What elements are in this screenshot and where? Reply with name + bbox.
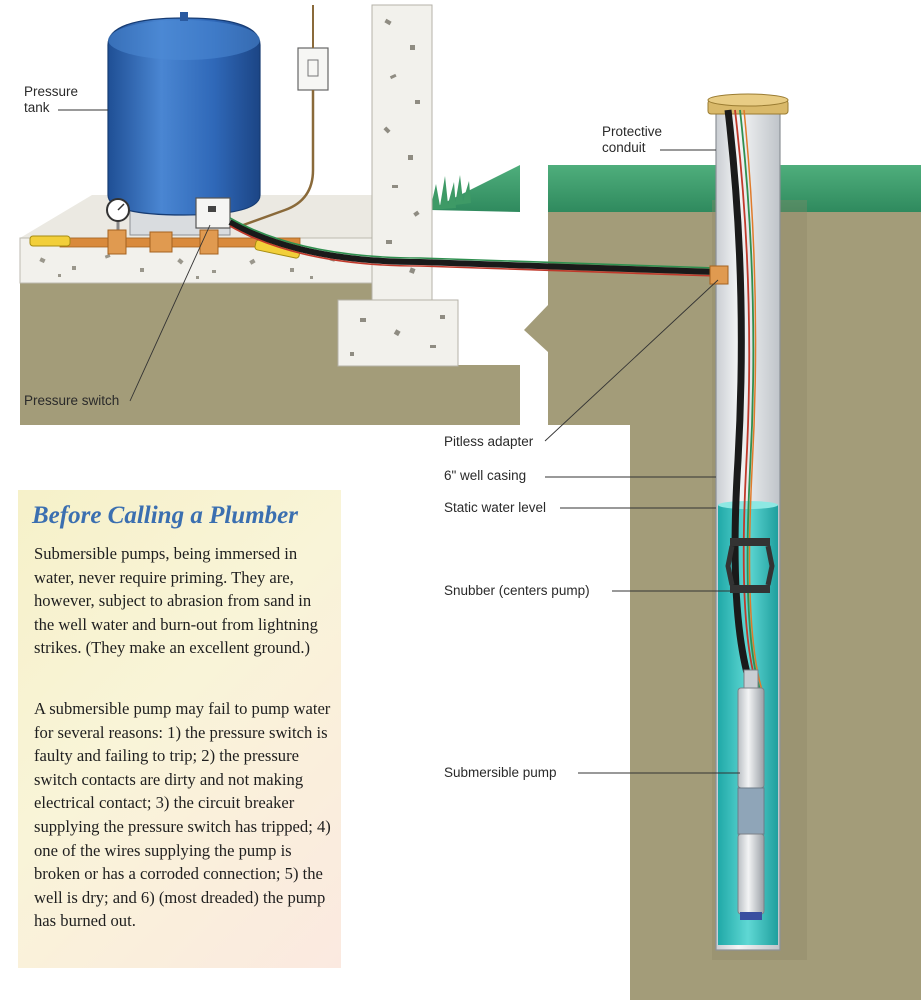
pitless-adapter-fitting <box>709 265 729 285</box>
foundation-wall <box>337 4 459 367</box>
box-paragraph-2: A submersible pump may fail to pump wate… <box>34 699 331 931</box>
break-symbol <box>500 150 548 425</box>
label-static-water-level: Static water level <box>444 500 547 515</box>
pressure-tank <box>107 12 261 236</box>
label-well-casing: 6" well casing <box>444 468 527 483</box>
label-protective-conduit: Protective conduit <box>602 124 682 156</box>
snubber <box>725 538 775 593</box>
drop-wires <box>724 109 763 692</box>
label-snubber: Snubber (centers pump) <box>444 583 590 598</box>
submersible-pump <box>737 669 765 920</box>
label-pitless-adapter: Pitless adapter <box>444 434 534 449</box>
label-protective-conduit-text: Protective conduit <box>602 124 663 155</box>
electrical-box <box>234 5 329 230</box>
grass-surface <box>430 165 921 212</box>
before-calling-plumber-box: Before Calling a Plumber Submersible pum… <box>18 490 341 968</box>
label-pressure-tank: Pressure tank <box>24 84 84 116</box>
leader-lines <box>58 109 740 774</box>
pressure-switch-box <box>195 197 231 229</box>
label-pressure-tank-text: Pressure tank <box>24 84 79 115</box>
well-cap <box>707 93 789 115</box>
supply-wires <box>228 217 717 277</box>
box-title: Before Calling a Plumber <box>32 502 298 529</box>
box-paragraph-1: Submersible pumps, being immersed in wat… <box>34 544 318 658</box>
basement-piping <box>29 229 301 259</box>
label-pressure-switch: Pressure switch <box>24 393 120 408</box>
label-submersible-pump: Submersible pump <box>444 765 557 780</box>
